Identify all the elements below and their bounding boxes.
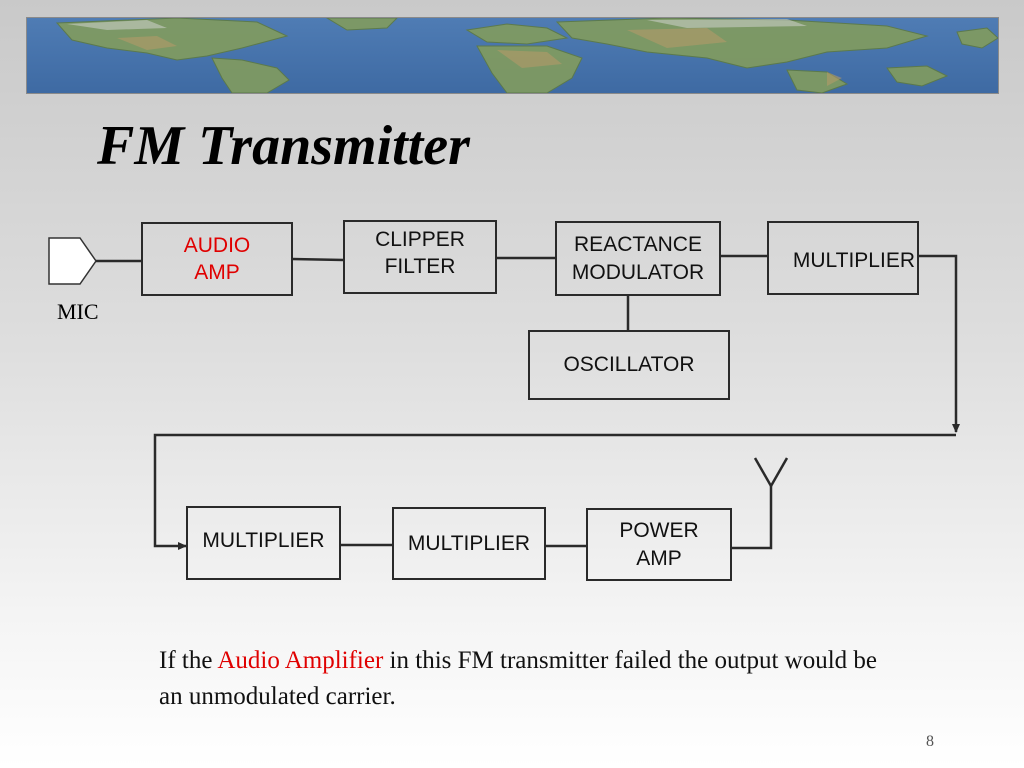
power-amp-label-line2: AMP [636,546,682,570]
power-amp-block: POWER AMP [586,508,732,581]
page-number: 8 [926,733,934,750]
reactance-modulator-label-line2: MODULATOR [571,260,705,284]
multiplier-3-label: MULTIPLIER [407,531,531,555]
audio-amp-block: AUDIO AMP [141,222,293,296]
clipper-filter-block: CLIPPER FILTER [343,220,497,294]
multiplier-2-label: MULTIPLIER [202,529,325,553]
microphone-icon [48,237,97,285]
multiplier-1-label: MULTIPLIER [792,249,915,272]
power-amp-label-line1: POWER [619,519,699,543]
caption-after: in this FM transmitter failed the output… [159,647,877,710]
caption-highlight: Audio Amplifier [217,647,384,674]
audio-amp-label-line2: AMP [194,261,240,284]
clipper-filter-label-line1: CLIPPER [375,227,465,251]
oscillator-label: OSCILLATOR [563,353,695,377]
multiplier-block-1: MULTIPLIER [767,221,919,295]
multiplier-block-3: MULTIPLIER [392,507,546,580]
oscillator-block: OSCILLATOR [528,330,730,400]
clipper-filter-label-line2: FILTER [384,255,456,278]
world-map-banner [26,17,999,94]
caption-text: If the Audio Amplifier in this FM transm… [159,643,879,715]
slide-title: FM Transmitter [97,115,470,177]
mic-label: MIC [57,299,99,324]
reactance-modulator-label-line1: REACTANCE [574,233,702,257]
caption-before: If the [159,647,218,674]
multiplier-block-2: MULTIPLIER [186,506,341,580]
antenna-icon [753,457,789,487]
audio-amp-label-line1: AUDIO [183,233,251,257]
reactance-modulator-block: REACTANCE MODULATOR [555,221,721,296]
